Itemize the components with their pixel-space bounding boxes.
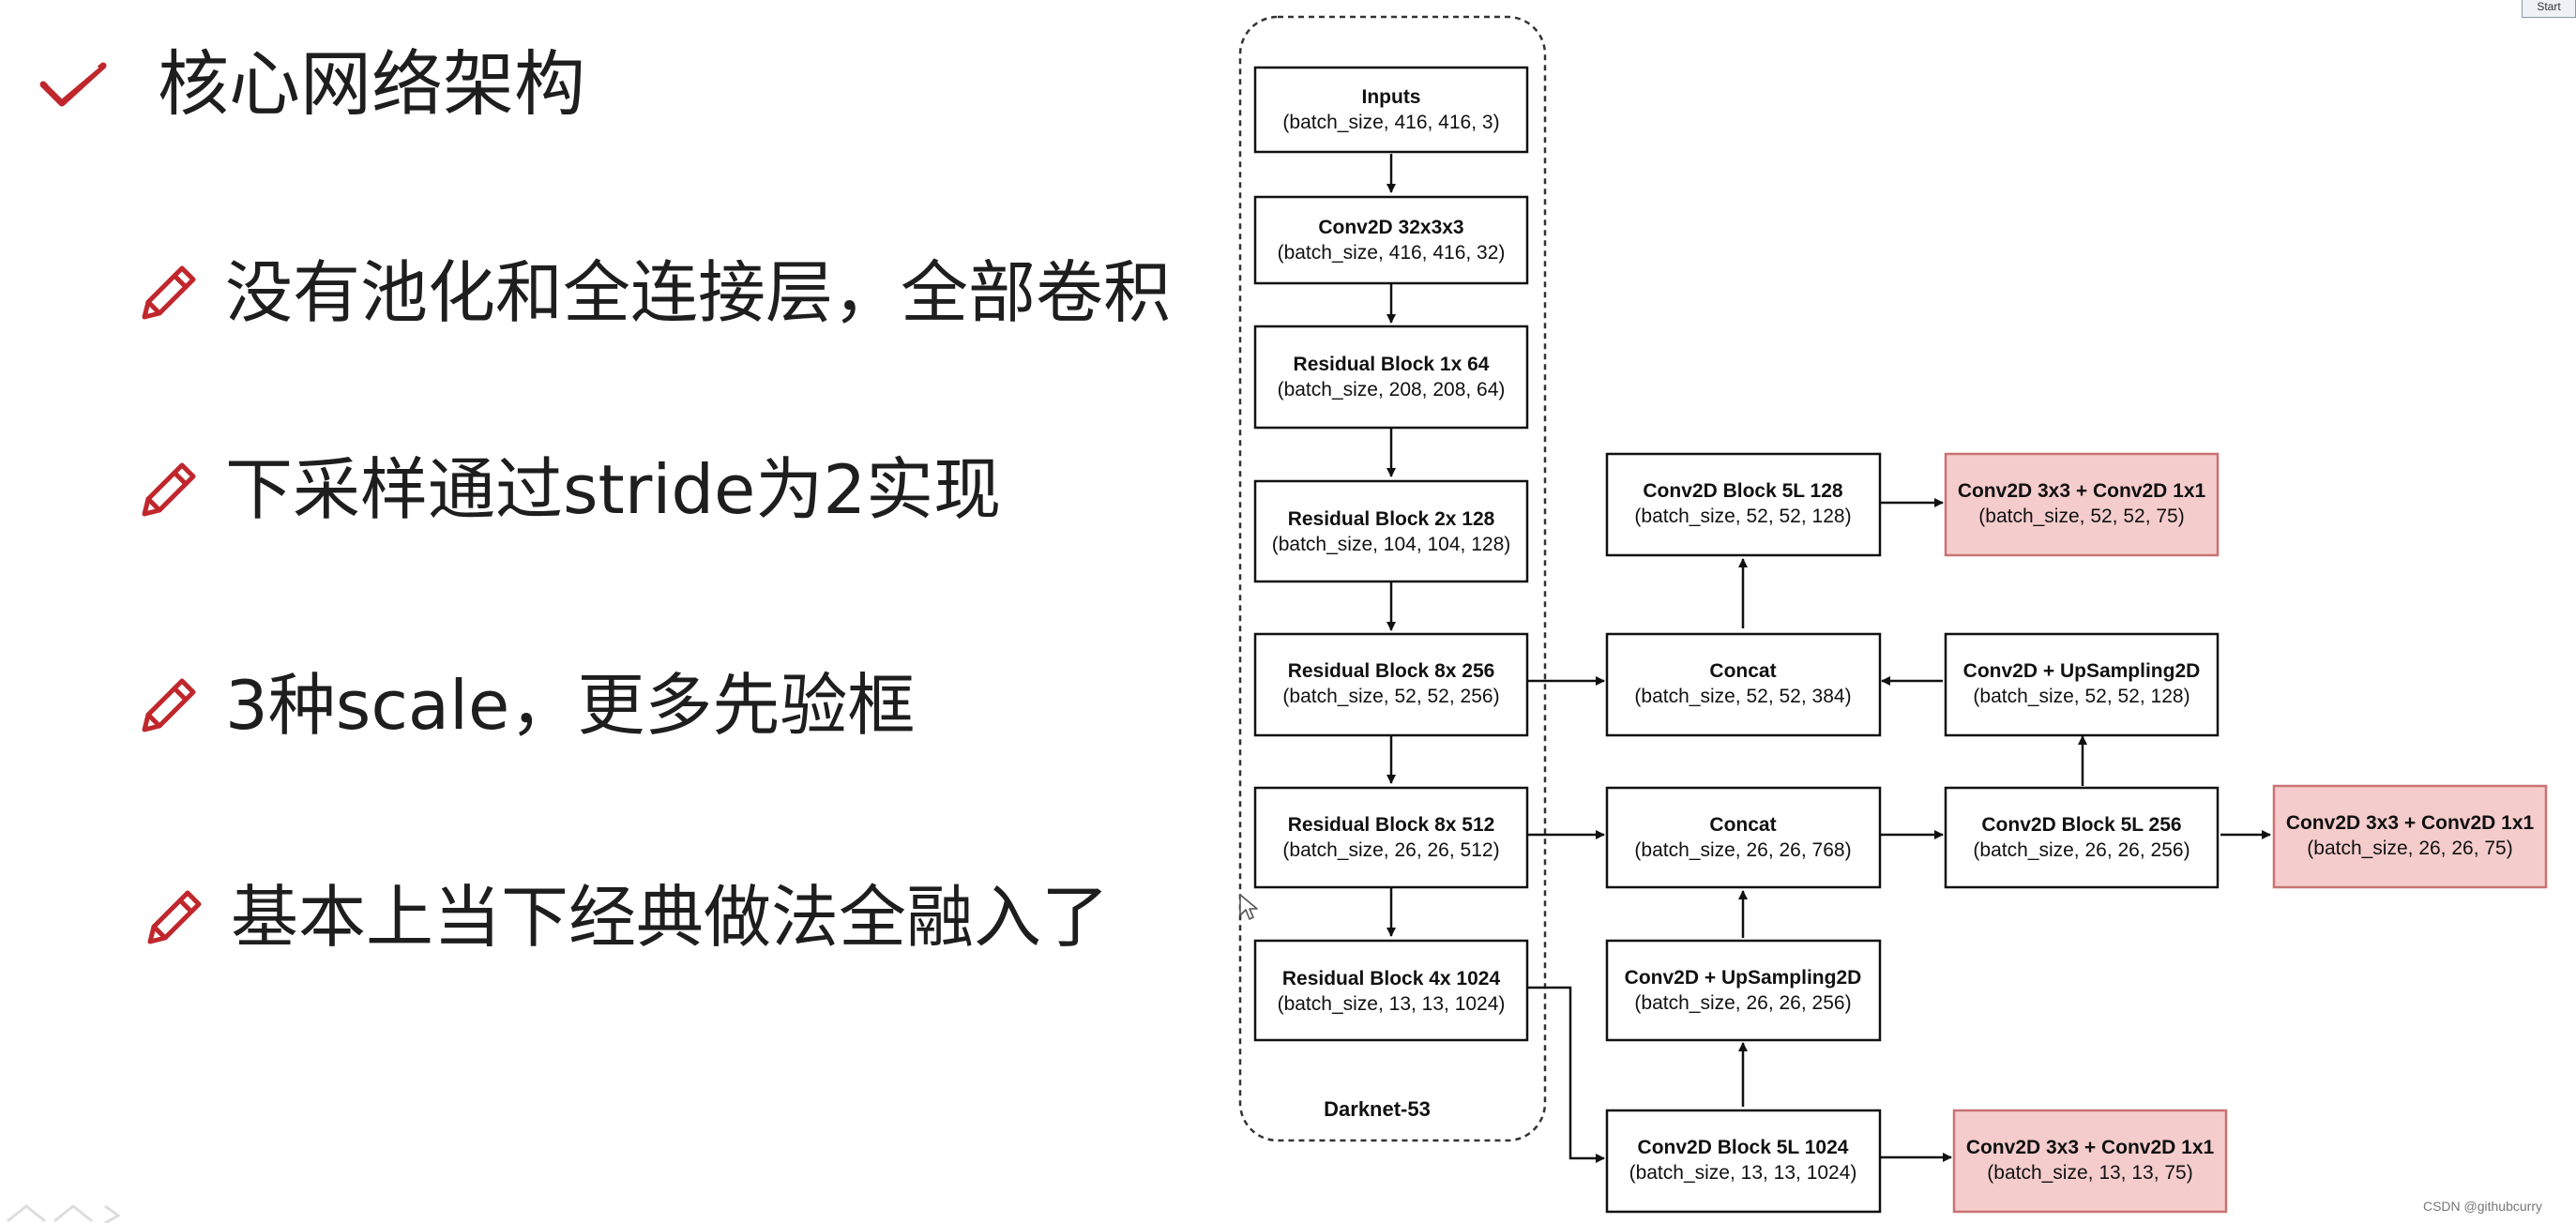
pencil-icon	[142, 678, 196, 732]
block-residual-1x-64: Residual Block 1x 64 (batch_size, 208, 2…	[1253, 325, 1529, 430]
pencil-icon	[142, 462, 196, 517]
block-shape: (batch_size, 13, 13, 1024)	[1629, 1162, 1857, 1184]
block-title: Residual Block 8x 512	[1288, 814, 1495, 836]
block-shape: (batch_size, 104, 104, 128)	[1272, 534, 1511, 555]
block-title: Residual Block 4x 1024	[1282, 968, 1501, 989]
block-shape: (batch_size, 416, 416, 32)	[1278, 242, 1506, 264]
block-title: Conv2D Block 5L 128	[1643, 480, 1843, 502]
block-shape: (batch_size, 26, 26, 256)	[1634, 992, 1851, 1014]
block-title: Conv2D 3x3 + Conv2D 1x1	[1966, 1137, 2215, 1158]
block-title: Residual Block 8x 256	[1288, 660, 1495, 682]
bullet-item: 没有池化和全连接层，全部卷积	[135, 259, 1171, 326]
bullet-item: 下采样通过stride为2实现	[135, 456, 1001, 523]
mouse-cursor-icon	[1239, 894, 1258, 920]
block-inputs: Inputs (batch_size, 416, 416, 3)	[1253, 66, 1529, 154]
block-title: Residual Block 2x 128	[1288, 508, 1495, 530]
block-title: Conv2D Block 5L 256	[1981, 814, 2181, 836]
checkmark-icon	[39, 62, 107, 107]
block-shape: (batch_size, 52, 52, 256)	[1282, 686, 1499, 707]
start-button[interactable]: Start	[2522, 0, 2576, 18]
block-shape: (batch_size, 416, 416, 3)	[1282, 112, 1499, 133]
block-shape: (batch_size, 13, 13, 1024)	[1278, 993, 1506, 1015]
connectors	[1386, 154, 2271, 1163]
block-shape: (batch_size, 52, 52, 75)	[1978, 506, 2184, 527]
bullet-text: 没有池化和全连接层，全部卷积	[225, 253, 1172, 332]
block-title: Concat	[1709, 660, 1776, 682]
block-residual-4x-1024: Residual Block 4x 1024 (batch_size, 13, …	[1253, 939, 1529, 1042]
block-shape: (batch_size, 52, 52, 128)	[1973, 686, 2190, 707]
block-conv2d-block-5l-256: Conv2D Block 5L 256 (batch_size, 26, 26,…	[1944, 786, 2220, 889]
block-title: Conv2D Block 5L 1024	[1638, 1137, 1849, 1158]
block-title: Conv2D 3x3 + Conv2D 1x1	[1958, 480, 2206, 502]
block-shape: (batch_size, 52, 52, 128)	[1634, 506, 1851, 527]
darknet-53-label: Darknet-53	[1324, 1097, 1431, 1121]
block-conv2d-block-5l-128: Conv2D Block 5L 128 (batch_size, 52, 52,…	[1605, 452, 1882, 557]
block-title: Inputs	[1362, 86, 1421, 108]
block-title: Conv2D 32x3x3	[1318, 217, 1463, 238]
block-title: Conv2D 3x3 + Conv2D 1x1	[2286, 812, 2535, 834]
pencil-icon	[147, 890, 202, 944]
watermark: CSDN @githubcurry	[2422, 1199, 2542, 1214]
bullet-text: 基本上当下经典做法全融入了	[231, 878, 1110, 957]
pencil-icon	[142, 265, 196, 320]
block-concat-52: Concat (batch_size, 52, 52, 384)	[1605, 632, 1882, 737]
block-concat-26: Concat (batch_size, 26, 26, 768)	[1605, 786, 1882, 889]
block-output-52: Conv2D 3x3 + Conv2D 1x1 (batch_size, 52,…	[1944, 452, 2220, 557]
block-conv2d-block-5l-1024: Conv2D Block 5L 1024 (batch_size, 13, 13…	[1605, 1109, 1882, 1214]
block-residual-8x-256: Residual Block 8x 256 (batch_size, 52, 5…	[1253, 632, 1529, 737]
block-residual-2x-128: Residual Block 2x 128 (batch_size, 104, …	[1253, 479, 1529, 583]
block-conv2d-32: Conv2D 32x3x3 (batch_size, 416, 416, 32)	[1253, 195, 1529, 285]
block-residual-8x-512: Residual Block 8x 512 (batch_size, 26, 2…	[1253, 786, 1529, 889]
block-output-13: Conv2D 3x3 + Conv2D 1x1 (batch_size, 13,…	[1952, 1109, 2228, 1214]
bullet-text: 3种scale，更多先验框	[225, 666, 916, 745]
block-shape: (batch_size, 26, 26, 256)	[1973, 839, 2190, 861]
block-shape: (batch_size, 52, 52, 384)	[1634, 686, 1851, 707]
block-shape: (batch_size, 13, 13, 75)	[1987, 1162, 2192, 1184]
block-shape: (batch_size, 26, 26, 768)	[1634, 839, 1851, 861]
block-title: Concat	[1709, 814, 1776, 836]
darknet-53-group	[1238, 15, 1547, 1142]
block-title: Conv2D + UpSampling2D	[1625, 967, 1862, 989]
block-shape: (batch_size, 26, 26, 512)	[1282, 839, 1499, 861]
block-title: Residual Block 1x 64	[1294, 354, 1490, 375]
block-shape: (batch_size, 26, 26, 75)	[2307, 838, 2512, 859]
bullet-item: 3种scale，更多先验框	[135, 672, 915, 739]
block-output-26: Conv2D 3x3 + Conv2D 1x1 (batch_size, 26,…	[2272, 784, 2548, 889]
block-conv2d-upsampling-52: Conv2D + UpSampling2D (batch_size, 52, 5…	[1944, 632, 2220, 737]
block-title: Conv2D + UpSampling2D	[1963, 660, 2201, 682]
bullet-item: 基本上当下经典做法全融入了	[141, 883, 1109, 951]
slide-heading: 核心网络架构	[158, 42, 585, 126]
block-shape: (batch_size, 208, 208, 64)	[1278, 379, 1506, 400]
block-conv2d-upsampling-26: Conv2D + UpSampling2D (batch_size, 26, 2…	[1605, 939, 1882, 1042]
slide-nav-arrows-icon[interactable]	[0, 1202, 141, 1223]
bullet-text: 下采样通过stride为2实现	[225, 450, 1002, 529]
